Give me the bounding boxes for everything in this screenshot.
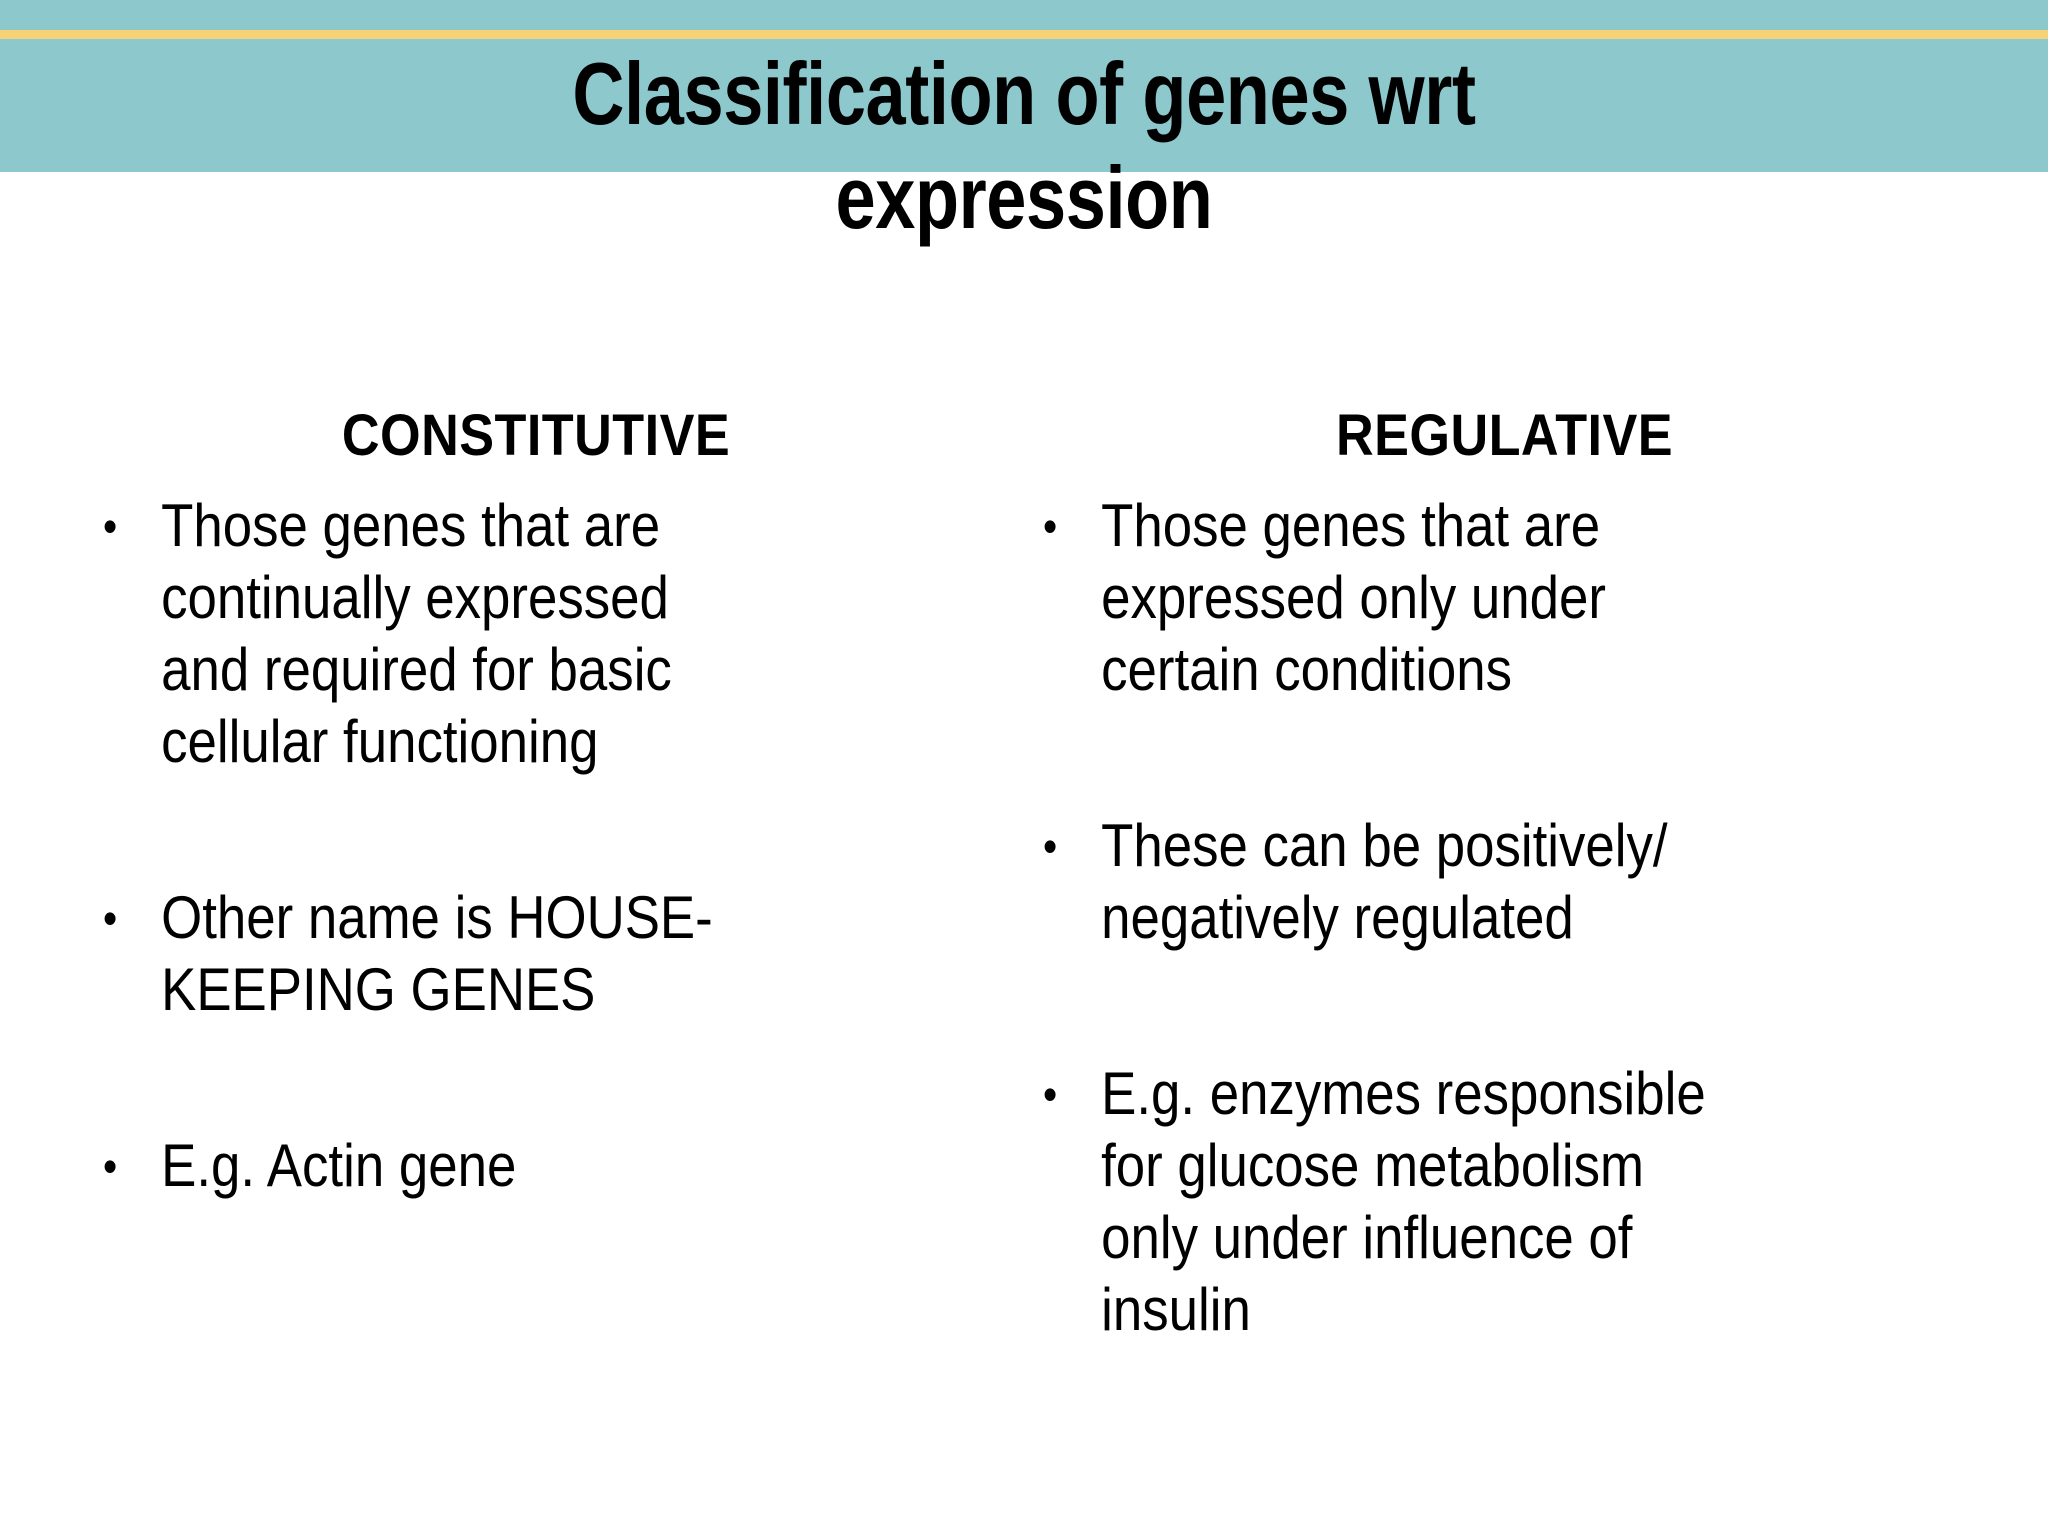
list-item: Those genes that are continually express…: [96, 490, 1044, 778]
column-heading-constitutive: CONSTITUTIVE: [341, 403, 731, 468]
column-regulative: REGULATIVE Those genes that are expresse…: [1036, 404, 2036, 1346]
bullet-list-constitutive: Those genes that are continually express…: [96, 490, 976, 1202]
list-item: E.g. enzymes responsible for glucose met…: [1036, 1058, 2048, 1346]
banner-accent-stripe: [0, 30, 2048, 39]
title-banner: [0, 0, 2048, 172]
list-item: These can be positively/ negatively regu…: [1036, 810, 2048, 954]
list-item: Other name is HOUSE- KEEPING GENES: [96, 882, 1044, 1026]
bullet-list-regulative: Those genes that are expressed only unde…: [1036, 490, 2036, 1346]
column-constitutive: CONSTITUTIVE Those genes that are contin…: [96, 403, 976, 1203]
list-item: E.g. Actin gene: [96, 1130, 1044, 1202]
page-title: Classification of genes wrt expression: [572, 44, 1476, 247]
column-heading-regulative: REGULATIVE: [1335, 403, 1674, 468]
list-item: Those genes that are expressed only unde…: [1036, 490, 2048, 706]
